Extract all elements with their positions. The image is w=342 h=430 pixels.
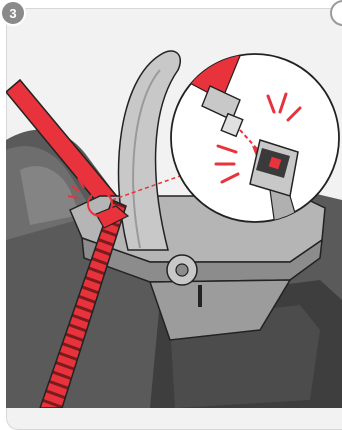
step-card: 3 bbox=[0, 0, 342, 408]
installation-illustration bbox=[0, 0, 342, 408]
step-number-badge: 3 bbox=[0, 0, 26, 26]
